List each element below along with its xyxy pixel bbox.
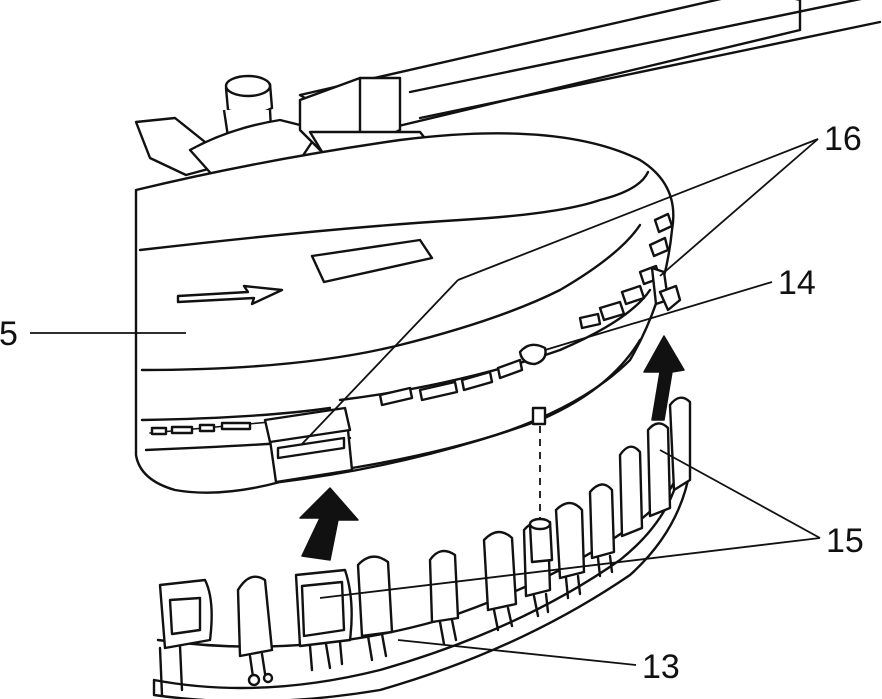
leader-15b <box>319 537 821 599</box>
callout-13: 13 <box>642 648 680 686</box>
guard-body <box>134 132 682 494</box>
callout-15: 15 <box>826 522 864 560</box>
leader-13 <box>397 639 637 666</box>
shaft <box>298 0 882 134</box>
leader-16c <box>659 138 819 277</box>
callout-16: 16 <box>824 120 862 158</box>
callout-5: 5 <box>0 315 18 353</box>
cutter-teeth <box>158 396 692 697</box>
leader-16b <box>301 279 459 445</box>
blade-attachment <box>152 396 692 699</box>
assembly-arrow-left <box>299 487 359 561</box>
callout-14: 14 <box>778 264 816 302</box>
assembly-arrow-right <box>643 335 685 421</box>
leader-15a <box>659 449 821 539</box>
leader-14 <box>544 281 773 351</box>
locking-knob <box>134 74 322 180</box>
leader-16a <box>457 138 819 281</box>
